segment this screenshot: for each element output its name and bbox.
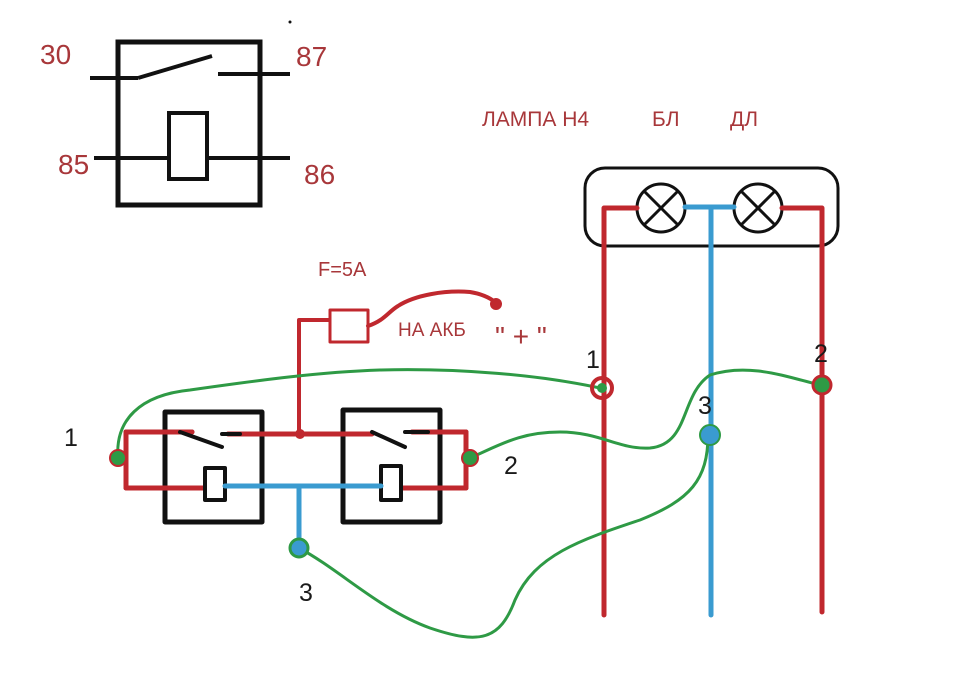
right-number-3: 3 (698, 392, 712, 420)
right-dot-2 (811, 374, 833, 396)
relay-legend-body (115, 39, 263, 208)
right-dot-1-inner (597, 383, 607, 393)
relay-left-body (162, 409, 265, 525)
left-dot-3 (288, 537, 310, 559)
lamp-wires (601, 204, 825, 618)
jumper-2 (468, 368, 822, 460)
battery-wire (366, 289, 497, 328)
relay-left-switch-arm (178, 430, 224, 449)
fuse-icon (328, 308, 370, 344)
high-beam-bulb-icon (732, 182, 784, 234)
feed-wire (297, 318, 332, 434)
jumper-wires (116, 368, 822, 639)
relay-legend-coil (167, 111, 209, 181)
connection-numbers: 1 2 3 1 2 3 (64, 340, 828, 607)
pin-30-label: 30 (40, 39, 71, 70)
fuse-feed: F=5A НА АКБ " + " (297, 259, 547, 434)
relay-legend-switch-arm (137, 54, 213, 80)
low-beam-wire (601, 205, 640, 618)
left-number-2: 2 (504, 452, 518, 480)
right-number-1: 1 (586, 346, 600, 374)
relay-right-switch-arm (370, 430, 407, 449)
stray-mark (288, 20, 292, 24)
low-beam-label: БЛ (652, 108, 680, 131)
left-number-1: 1 (64, 424, 78, 452)
right-dot-1 (590, 376, 614, 400)
jumper-1 (116, 368, 602, 460)
jumper-3 (297, 433, 710, 639)
left-dot-2 (461, 449, 479, 467)
relay-legend: 30 87 85 86 (40, 39, 335, 208)
low-beam-bulb-icon (635, 182, 687, 234)
fuse-label: F=5A (318, 259, 367, 281)
relay-right-body (340, 407, 443, 525)
left-dot-1 (109, 449, 127, 467)
high-beam-wire (779, 205, 825, 615)
pin-86-label: 86 (304, 159, 335, 190)
lamp-title: ЛАМПА Н4 (482, 108, 589, 131)
right-number-2: 2 (814, 340, 828, 368)
bus-junction-dot (295, 429, 305, 439)
high-beam-label: ДЛ (730, 108, 758, 131)
relays (123, 407, 469, 551)
battery-label: НА АКБ (398, 320, 466, 341)
left-number-3: 3 (299, 579, 313, 607)
battery-terminal-dot (490, 298, 502, 310)
plus-label: " + " (495, 321, 547, 352)
pin-85-label: 85 (58, 149, 89, 180)
lamp-h4: ЛАМПА Н4 БЛ ДЛ (482, 108, 840, 248)
pin-87-label: 87 (296, 41, 327, 72)
right-dot-3 (699, 424, 721, 446)
relay-right-coil (379, 464, 403, 502)
relay-left-coil (203, 466, 227, 502)
connection-dots (109, 374, 833, 559)
